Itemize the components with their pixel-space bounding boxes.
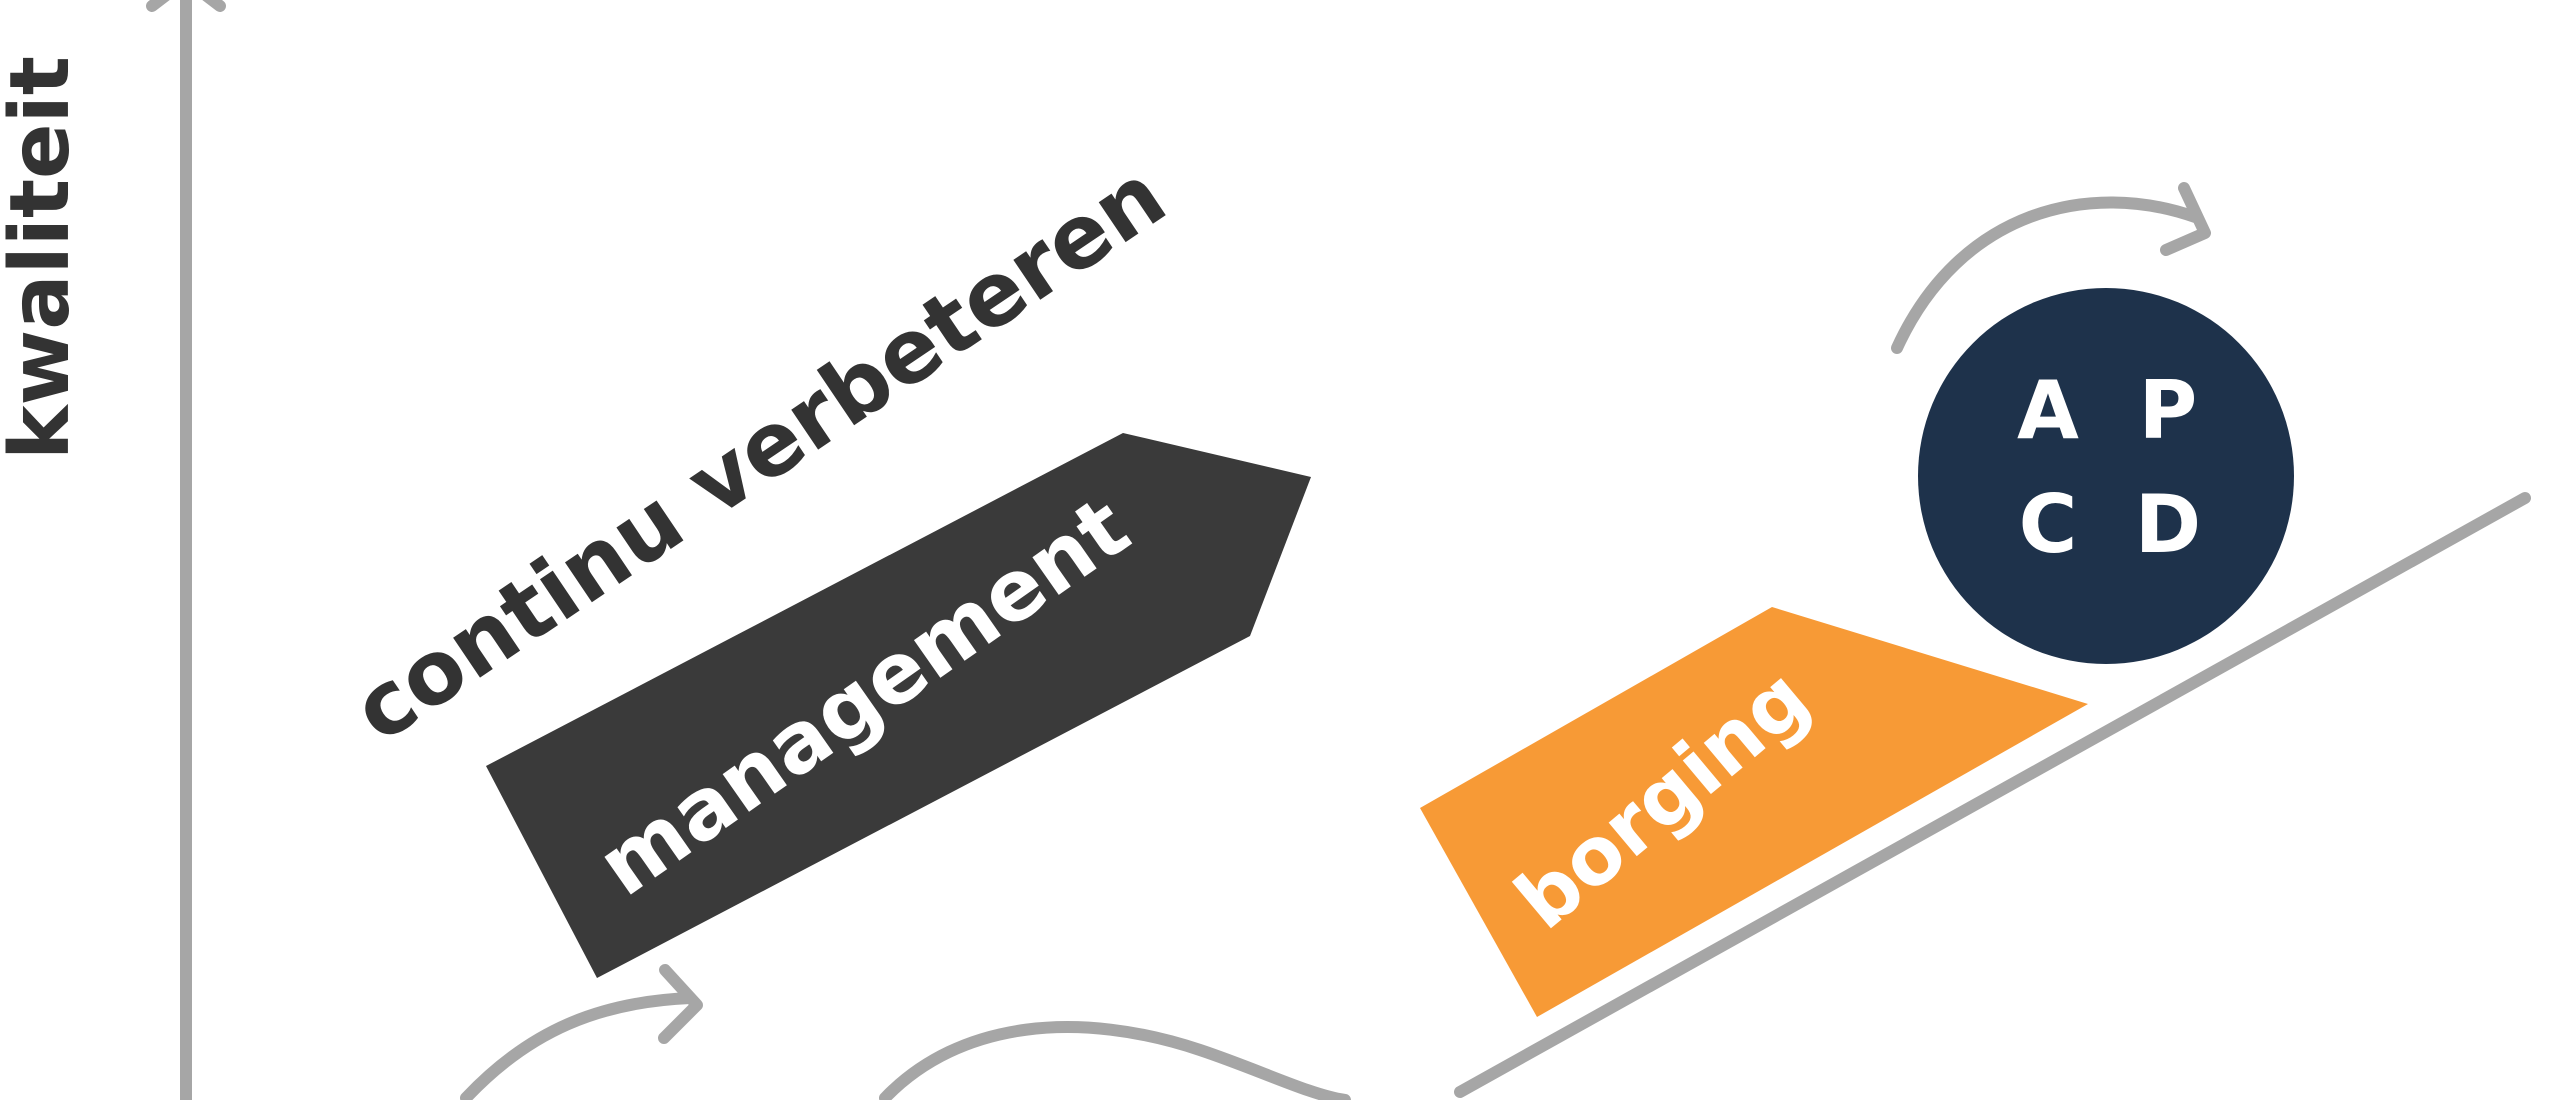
assurance-wedge-shape bbox=[1420, 607, 2088, 1017]
pdca-letter-plan: P bbox=[2139, 364, 2198, 457]
pdca-letter-check: C bbox=[2019, 478, 2078, 571]
lower-left-curved-arrow bbox=[460, 964, 703, 1100]
pdca-arrow-head bbox=[2160, 182, 2211, 256]
pdca-circle-shape bbox=[1918, 288, 2294, 664]
y-axis bbox=[146, 0, 226, 1100]
pdca-letter-do: D bbox=[2135, 478, 2201, 571]
pdca-rotation-arrow bbox=[1891, 182, 2211, 354]
lower-left-arrow-head bbox=[658, 964, 703, 1044]
pdca-letter-act: A bbox=[2017, 364, 2079, 457]
pdca-circle: A P C D bbox=[1918, 288, 2294, 664]
ramp-line bbox=[1454, 492, 2531, 1098]
lower-left-arrow-curve bbox=[460, 992, 696, 1100]
y-axis-label: kwaliteit bbox=[0, 56, 88, 460]
pdca-arrow-curve bbox=[1891, 196, 2201, 354]
bottom-wave-curve bbox=[879, 1021, 1351, 1100]
management-arrow-shape bbox=[486, 433, 1311, 978]
